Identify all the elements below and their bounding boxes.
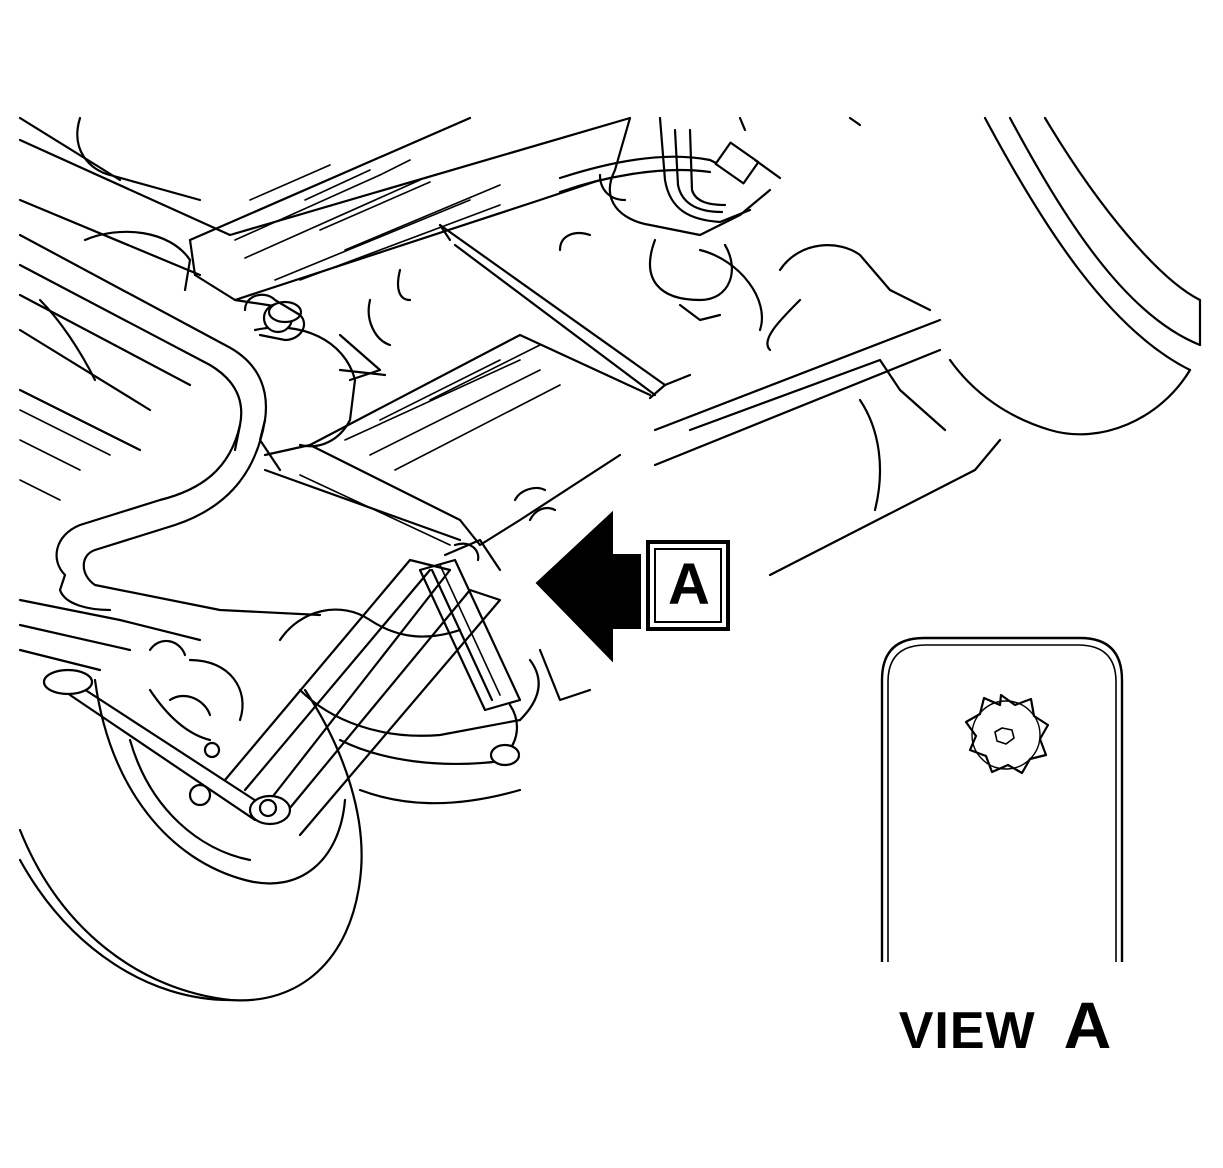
stabilizer-bars [42, 558, 502, 837]
callout-box [646, 540, 730, 631]
floor-panel [18, 116, 632, 312]
right-tire [948, 116, 1202, 436]
view-label: VIEW A [880, 992, 1130, 1058]
exhaust-pipe [18, 233, 322, 617]
torx-bolt-icon [964, 693, 1050, 775]
shock-absorber [418, 538, 522, 712]
callout-letter: A [668, 552, 710, 617]
driveline-cluster [558, 116, 862, 332]
frame-rail-right [653, 244, 1002, 577]
cross-member [438, 223, 692, 400]
view-a-bracket [880, 636, 1124, 962]
center-floor-panel [263, 333, 652, 547]
view-letter: A [1063, 988, 1112, 1062]
view-word: VIEW [898, 1002, 1036, 1060]
muffler [83, 230, 382, 448]
rear-axle-assembly [18, 598, 592, 805]
left-tire [18, 678, 363, 1002]
arrow-left-icon [535, 510, 641, 663]
